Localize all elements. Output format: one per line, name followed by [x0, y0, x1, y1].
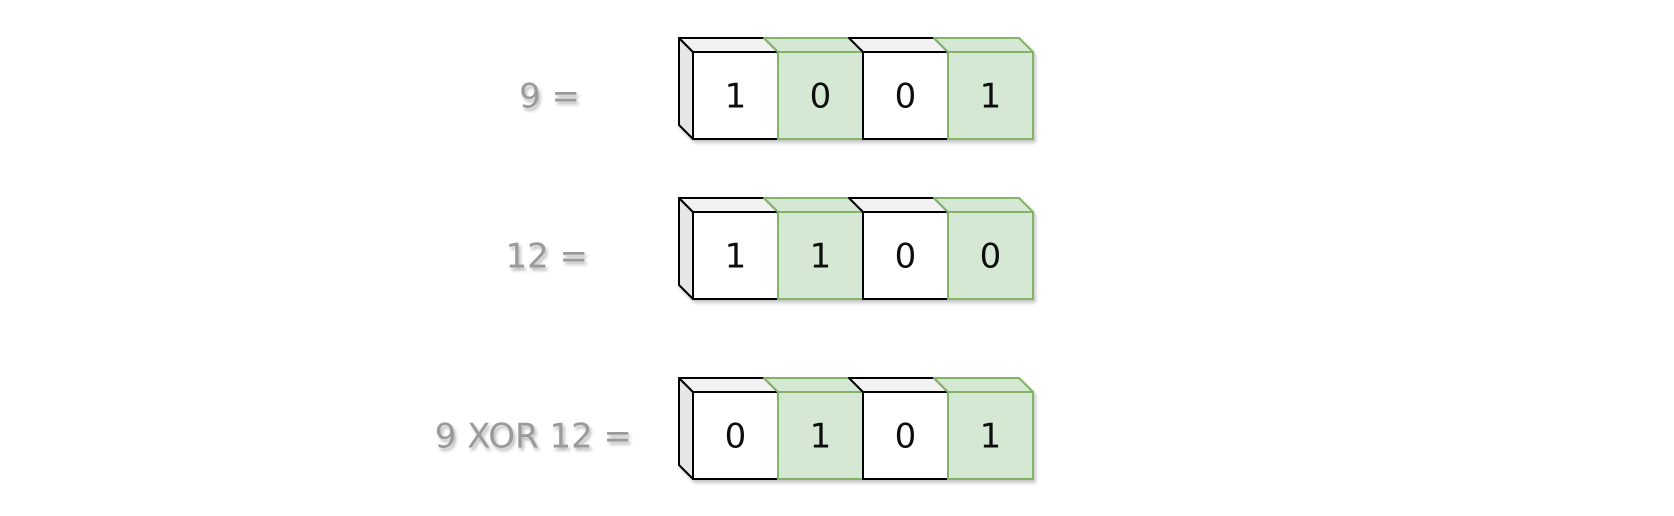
- bit-value: 1: [725, 237, 747, 277]
- cube-top-face: [848, 377, 949, 393]
- bit-value: 1: [810, 237, 832, 277]
- bit-value: 1: [725, 77, 747, 117]
- bit-cell: 0: [933, 197, 1034, 300]
- bit-row-2: 12 = 1 1 0 0: [505, 197, 1034, 300]
- cube-top-face: [678, 197, 779, 213]
- bit-cell: 0: [848, 197, 949, 300]
- bit-cells: 0 1 0 1: [678, 377, 1034, 480]
- bit-cell: 1: [933, 37, 1034, 140]
- bit-value: 0: [895, 237, 917, 277]
- bit-value: 0: [895, 417, 917, 457]
- cube-side-face: [678, 37, 694, 140]
- bit-value: 1: [980, 417, 1002, 457]
- cube-front-face: [777, 211, 864, 300]
- bit-row-3: 9 XOR 12 = 0 1 0 1: [435, 377, 1034, 480]
- bit-cell: 1: [763, 197, 864, 300]
- bit-value: 0: [725, 417, 747, 457]
- cube-front-face: [862, 211, 949, 300]
- cube-top-face: [848, 37, 949, 53]
- bit-cell: 0: [678, 377, 779, 480]
- row-label: 12 =: [505, 237, 588, 277]
- bit-cell: 0: [763, 37, 864, 140]
- cube-side-face: [678, 377, 694, 480]
- bit-cell: 1: [678, 197, 779, 300]
- bit-cells: 1 0 0 1: [678, 37, 1034, 140]
- bit-value: 0: [895, 77, 917, 117]
- cube-front-face: [947, 211, 1034, 300]
- cube-top-face: [933, 377, 1034, 393]
- bit-value: 0: [980, 237, 1002, 277]
- bit-cell: 0: [848, 37, 949, 140]
- cube-side-face: [678, 197, 694, 300]
- bit-cells: 1 1 0 0: [678, 197, 1034, 300]
- cube-front-face: [777, 391, 864, 480]
- cube-front-face: [947, 391, 1034, 480]
- bit-value: 1: [810, 417, 832, 457]
- cube-top-face: [763, 377, 864, 393]
- cube-front-face: [692, 391, 779, 480]
- bit-value: 1: [980, 77, 1002, 117]
- cube-top-face: [763, 197, 864, 213]
- cube-top-face: [763, 37, 864, 53]
- bit-cell: 1: [933, 377, 1034, 480]
- cube-front-face: [777, 51, 864, 140]
- cube-front-face: [862, 51, 949, 140]
- cube-top-face: [933, 37, 1034, 53]
- bit-cell: 1: [763, 377, 864, 480]
- bit-value: 0: [810, 77, 832, 117]
- cube-top-face: [848, 197, 949, 213]
- bit-cell: 0: [848, 377, 949, 480]
- row-label: 9 XOR 12 =: [435, 417, 632, 457]
- cube-front-face: [692, 51, 779, 140]
- bit-cell: 1: [678, 37, 779, 140]
- cube-top-face: [933, 197, 1034, 213]
- cube-front-face: [692, 211, 779, 300]
- cube-top-face: [678, 37, 779, 53]
- row-label: 9 =: [519, 77, 580, 117]
- cube-top-face: [678, 377, 779, 393]
- cube-front-face: [947, 51, 1034, 140]
- bit-row-1: 9 = 1 0 0 1: [519, 37, 1034, 140]
